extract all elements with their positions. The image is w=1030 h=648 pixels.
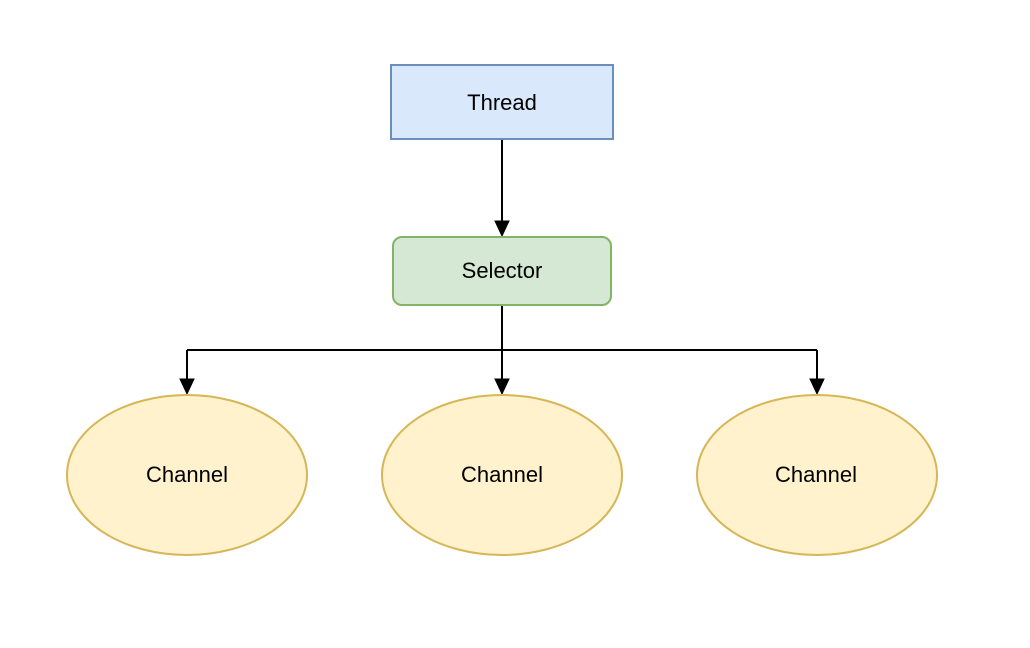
arrowhead-selector	[494, 220, 510, 238]
channel-label-1: Channel	[146, 462, 228, 487]
channel-node-1: Channel	[66, 394, 308, 556]
thread-label: Thread	[467, 90, 537, 115]
selector-label: Selector	[462, 258, 543, 283]
arrowhead-channel-3	[809, 378, 825, 396]
selector-node: Selector	[392, 236, 612, 306]
thread-box	[390, 64, 614, 140]
channel-ellipse-2	[381, 394, 623, 556]
channel-label-2: Channel	[461, 462, 543, 487]
channel-node-3: Channel	[696, 394, 938, 556]
channel-ellipse-1	[66, 394, 308, 556]
edges	[179, 139, 825, 396]
channel-label-3: Channel	[775, 462, 857, 487]
channel-ellipse-3	[696, 394, 938, 556]
channel-node-2: Channel	[381, 394, 623, 556]
arrowhead-channel-2	[494, 378, 510, 396]
selector-box	[392, 236, 612, 306]
arrowhead-channel-1	[179, 378, 195, 396]
thread-node: Thread	[390, 64, 614, 140]
